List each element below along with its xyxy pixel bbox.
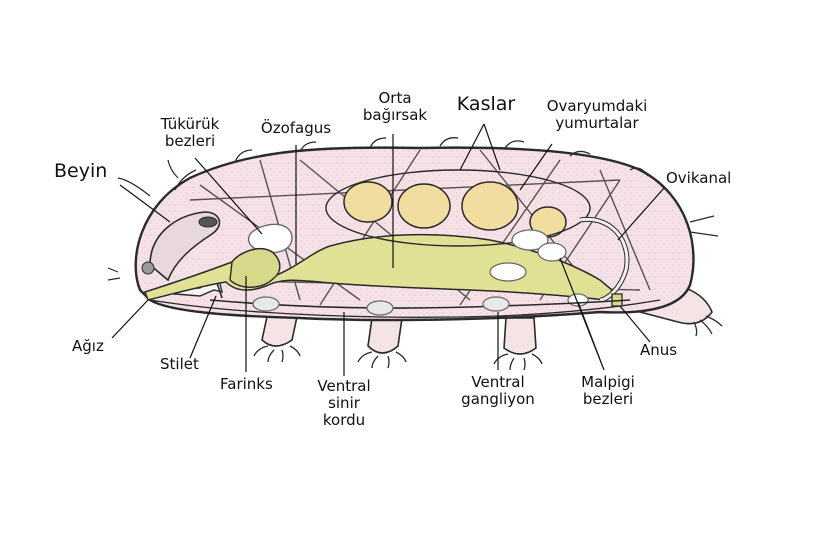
setae bbox=[107, 159, 719, 281]
leader-ovaryum bbox=[519, 143, 553, 191]
cuticle-segments bbox=[149, 137, 661, 318]
leader-malpigi bbox=[559, 257, 605, 371]
label-malpigi-line2: bezleri bbox=[582, 390, 634, 408]
label-malpigi-bezleri: Malpigi bezleri bbox=[570, 374, 646, 408]
leader-ovikanal bbox=[617, 187, 665, 241]
label-ventral-gang-line2: gangliyon bbox=[461, 390, 535, 408]
label-beyin: Beyin bbox=[54, 160, 108, 182]
leader-stilet bbox=[189, 295, 217, 359]
label-agiz: Ağız bbox=[72, 337, 104, 355]
label-malpigi-line1: Malpigi bbox=[581, 373, 635, 391]
claw-group bbox=[253, 315, 723, 371]
label-ventral-sinir-line3: kordu bbox=[322, 411, 366, 429]
leader-tukuruk bbox=[194, 157, 263, 235]
label-ovaryum-line2: yumurtalar bbox=[555, 114, 639, 132]
leader-agiz bbox=[111, 299, 149, 339]
label-farinks: Farinks bbox=[220, 375, 273, 393]
label-orta-bagirsak: Orta bağırsak bbox=[354, 90, 436, 124]
label-anus: Anus bbox=[640, 341, 678, 359]
leg-2 bbox=[367, 317, 403, 354]
eye-spot bbox=[198, 216, 218, 228]
label-ovikanal: Ovikanal bbox=[666, 169, 732, 187]
label-ventral-gangliyon: Ventral gangliyon bbox=[448, 374, 548, 408]
leader-lines bbox=[111, 123, 665, 376]
leg-3 bbox=[503, 317, 537, 355]
label-tukuruk-bezleri: Tükürük bezleri bbox=[148, 116, 232, 150]
ovary-eggs bbox=[343, 181, 567, 238]
leg-1 bbox=[261, 311, 299, 347]
label-ozofagus: Özofagus bbox=[260, 119, 332, 137]
brain bbox=[149, 211, 221, 282]
label-tukuruk-line1: Tükürük bbox=[160, 115, 220, 133]
label-ventral-gang-line1: Ventral bbox=[471, 373, 525, 391]
leader-anus bbox=[619, 305, 651, 343]
label-stilet: Stilet bbox=[160, 355, 199, 373]
label-ovaryumdaki-yumurtalar: Ovaryumdaki yumurtalar bbox=[536, 98, 658, 132]
label-ventral-sinir-line1: Ventral bbox=[317, 377, 371, 395]
label-tukuruk-line2: bezleri bbox=[164, 132, 216, 150]
leader-beyin bbox=[119, 184, 171, 223]
ovary-sac bbox=[325, 169, 591, 247]
ventral-ganglia bbox=[252, 296, 510, 316]
label-orta-line1: Orta bbox=[378, 89, 412, 107]
leader-kaslar bbox=[459, 123, 501, 171]
label-ventral-sinir-kordu: Ventral sinir kordu bbox=[306, 378, 382, 429]
label-kaslar: Kaslar bbox=[456, 93, 516, 115]
label-ovaryum-line1: Ovaryumdaki bbox=[546, 97, 648, 115]
label-ventral-sinir-line2: sinir bbox=[328, 394, 360, 412]
ventral-nerve-cord bbox=[209, 299, 631, 309]
label-orta-line2: bağırsak bbox=[362, 106, 428, 124]
